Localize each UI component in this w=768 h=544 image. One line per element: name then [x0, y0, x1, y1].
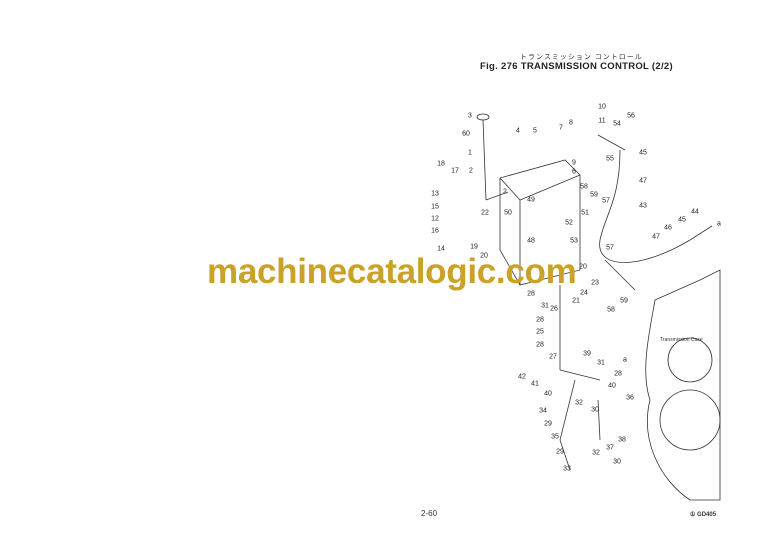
- callout-number: 28: [614, 370, 622, 378]
- callout-number: 41: [531, 380, 539, 388]
- callout-number: 48: [527, 237, 535, 245]
- transmission-case-label: Transmission Case: [660, 337, 703, 343]
- callout-number: 22: [481, 209, 489, 217]
- callout-number: 45: [678, 216, 686, 224]
- callout-number: 29: [556, 448, 564, 456]
- callout-number: 6: [572, 168, 576, 176]
- callout-number: 51: [581, 209, 589, 217]
- callout-number: a: [623, 356, 627, 364]
- callout-number: 24: [580, 289, 588, 297]
- callout-number: 8: [569, 119, 573, 127]
- callout-number: 28: [536, 341, 544, 349]
- callout-number: 34: [539, 407, 547, 415]
- callout-number: 4: [516, 127, 520, 135]
- callout-number: 7: [559, 124, 563, 132]
- drawing-code: ① GD405: [690, 512, 717, 518]
- callout-number: 58: [607, 306, 615, 314]
- callout-number: 28: [536, 316, 544, 324]
- callout-number: 30: [613, 458, 621, 466]
- callout-number: 2: [503, 188, 507, 196]
- callout-number: 35: [551, 433, 559, 441]
- callout-number: 12: [431, 215, 439, 223]
- callout-number: 1: [468, 149, 472, 157]
- watermark: machinecatalogic.com: [207, 252, 577, 291]
- callout-number: 57: [602, 197, 610, 205]
- callout-number: 50: [504, 209, 512, 217]
- callout-number: 33: [563, 465, 571, 473]
- callout-number: 20: [480, 252, 488, 260]
- callout-number: 57: [606, 244, 614, 252]
- callout-number: 17: [451, 167, 459, 175]
- callout-number: 55: [606, 155, 614, 163]
- callout-number: 29: [544, 420, 552, 428]
- callout-number: 37: [606, 444, 614, 452]
- callout-number: 36: [626, 394, 634, 402]
- callout-number: 58: [580, 183, 588, 191]
- figure-title: Fig. 276 TRANSMISSION CONTROL (2/2): [480, 61, 673, 72]
- callout-number: 21: [572, 297, 580, 305]
- callout-number: 47: [639, 177, 647, 185]
- callout-number: 3: [468, 112, 472, 120]
- callout-number: 23: [591, 279, 599, 287]
- callout-number: 39: [583, 350, 591, 358]
- callout-number: 59: [620, 297, 628, 305]
- callout-number: 45: [639, 149, 647, 157]
- callout-number: 32: [592, 449, 600, 457]
- japanese-title: トランスミッション コントロール: [520, 54, 643, 61]
- callout-number: 11: [598, 117, 606, 125]
- callout-number: 19: [470, 243, 478, 251]
- callout-number: 26: [550, 305, 558, 313]
- callout-number: 30: [591, 406, 599, 414]
- callout-number: 31: [597, 359, 605, 367]
- callout-number: 47: [652, 233, 660, 241]
- callout-number: 59: [590, 191, 598, 199]
- callout-number: 53: [570, 237, 578, 245]
- callout-number: 5: [533, 127, 537, 135]
- callout-number: 20: [579, 263, 587, 271]
- callout-number: 13: [431, 190, 439, 198]
- callout-number: 14: [437, 245, 445, 253]
- callout-number: 16: [431, 227, 439, 235]
- callout-number: 28: [527, 290, 535, 298]
- callout-number: 40: [608, 382, 616, 390]
- callout-number: 42: [518, 373, 526, 381]
- callout-number: 31: [541, 302, 549, 310]
- callout-number: 2: [469, 167, 473, 175]
- callout-number: 18: [437, 160, 445, 168]
- callout-number: 25: [536, 328, 544, 336]
- callout-number: 44: [691, 208, 699, 216]
- callout-number: 10: [598, 103, 606, 111]
- callout-number: 27: [549, 353, 557, 361]
- callout-number: 43: [639, 202, 647, 210]
- callout-number: 40: [544, 390, 552, 398]
- callout-number: 49: [527, 196, 535, 204]
- callout-number: 56: [627, 112, 635, 120]
- callout-number: 32: [575, 399, 583, 407]
- callout-number: 38: [618, 436, 626, 444]
- page-number: 2-60: [421, 509, 438, 518]
- callout-number: a: [717, 220, 721, 228]
- callout-number: 54: [613, 120, 621, 128]
- callout-number: 52: [565, 219, 573, 227]
- callout-number: 15: [431, 203, 439, 211]
- callout-number: 60: [462, 130, 470, 138]
- callout-number: 46: [664, 224, 672, 232]
- callout-number: 9: [572, 159, 576, 167]
